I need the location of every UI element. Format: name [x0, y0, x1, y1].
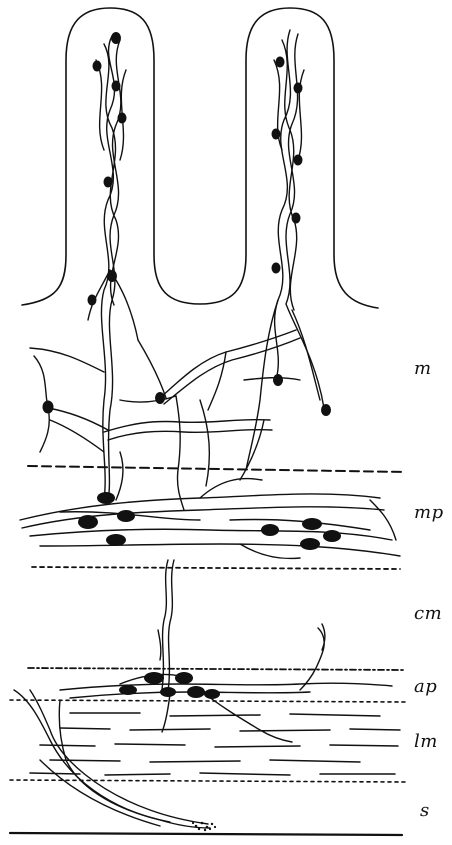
label-ap: ap — [414, 676, 437, 697]
left-villus-nerve-fibres — [88, 36, 138, 500]
myenteric-plexus-fibres — [20, 479, 400, 559]
longitudinal-muscle-fibres — [30, 713, 400, 775]
boundary-ap-top — [28, 668, 405, 670]
deep-plexus-fibres — [60, 674, 392, 742]
serosal-fibres — [14, 690, 210, 828]
boundary-lm-bottom — [10, 780, 405, 782]
mucosa-outline — [22, 8, 378, 308]
label-longitudinal-muscle: lm — [414, 731, 438, 752]
mucosal-nerve-network — [30, 330, 300, 510]
right-villus-nerve-fibres — [246, 30, 324, 470]
nerve-cell-bodies — [43, 32, 342, 699]
serosa-line — [10, 833, 402, 835]
label-myenteric-plexus: mp — [414, 502, 444, 523]
boundary-mp-top — [32, 567, 400, 569]
boundary-ap-bottom — [10, 700, 405, 702]
label-serosa: s — [420, 800, 430, 821]
boundary-muscularis-mucosae — [28, 466, 405, 472]
label-mucosa: m — [414, 358, 432, 379]
label-circular-muscle: cm — [414, 603, 442, 624]
